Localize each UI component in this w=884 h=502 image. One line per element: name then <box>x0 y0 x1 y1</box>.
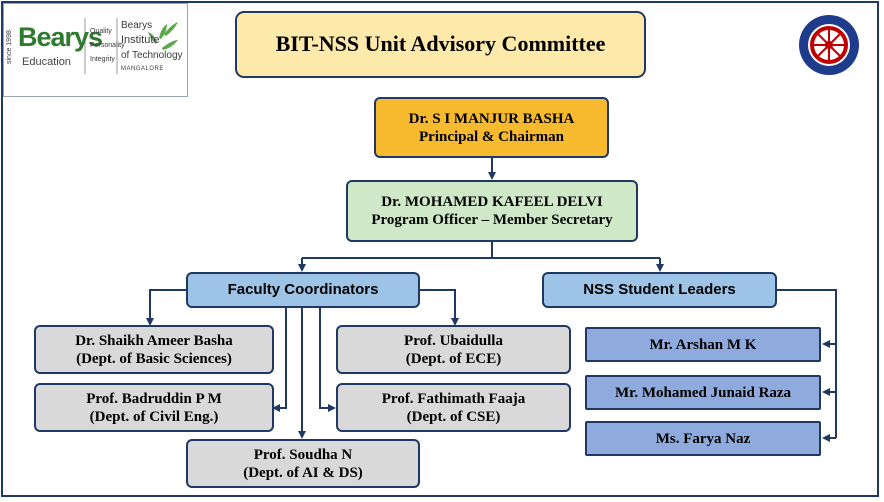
logo-institute-2: Institute <box>121 34 160 46</box>
faculty-member-ubaidulla: Prof. Ubaidulla (Dept. of ECE) <box>336 325 571 374</box>
logo-brand-sub: Education <box>22 56 71 68</box>
faculty-member-shaikh: Dr. Shaikh Ameer Basha (Dept. of Basic S… <box>34 325 274 374</box>
faculty-member-fathimath: Prof. Fathimath Faaja (Dept. of CSE) <box>336 383 571 432</box>
student-leader-name: Ms. Farya Naz <box>655 430 751 447</box>
member-name: Prof. Ubaidulla <box>404 332 503 349</box>
leaf-icon <box>148 22 178 50</box>
page-title: BIT-NSS Unit Advisory Committee <box>235 11 646 78</box>
arrow-faculty-fathimath <box>319 307 336 412</box>
member-dept: (Dept. of Basic Sciences) <box>76 350 232 367</box>
logo-brand: Bearys <box>18 22 103 52</box>
arrow-faculty-right <box>419 289 459 326</box>
member-name: Prof. Soudha N <box>253 446 353 463</box>
arrow-faculty-badruddin <box>272 307 287 412</box>
principal-name: Dr. S I MANJUR BASHA <box>408 110 575 127</box>
program-officer-box: Dr. MOHAMED KAFEEL DELVI Program Officer… <box>346 180 638 242</box>
principal-box: Dr. S I MANJUR BASHA Principal & Chairma… <box>374 97 609 158</box>
page-title-text: BIT-NSS Unit Advisory Committee <box>275 31 606 57</box>
student-leader-name: Mr. Mohamed Junaid Raza <box>614 384 792 401</box>
student-leader-name: Mr. Arshan M K <box>649 336 757 353</box>
member-dept: (Dept. of ECE) <box>405 350 502 367</box>
logo-value-quality: Quality <box>90 28 112 35</box>
student-leader-farya: Ms. Farya Naz <box>585 421 821 456</box>
bearys-logo: since 1998 Bearys Education Quality Pers… <box>3 3 188 97</box>
faculty-coordinators-box: Faculty Coordinators <box>186 272 420 308</box>
arrow-faculty-left <box>146 289 187 326</box>
student-leaders-box: NSS Student Leaders <box>542 272 777 308</box>
logo-value-personality: Personality <box>90 42 125 49</box>
logo-value-integrity: Integrity <box>90 56 115 63</box>
member-name: Prof. Badruddin P M <box>86 390 222 407</box>
faculty-member-badruddin: Prof. Badruddin P M (Dept. of Civil Eng.… <box>34 383 274 432</box>
member-dept: (Dept. of CSE) <box>406 408 501 425</box>
student-leader-junaid: Mr. Mohamed Junaid Raza <box>585 375 821 410</box>
logo-institute-1: Bearys <box>121 20 153 31</box>
principal-role: Principal & Chairman <box>419 128 564 145</box>
student-leaders-heading: NSS Student Leaders <box>583 281 736 298</box>
member-dept: (Dept. of AI & DS) <box>243 464 363 481</box>
faculty-coordinators-heading: Faculty Coordinators <box>227 281 379 298</box>
nss-emblem-icon <box>799 15 859 75</box>
logo-since: since 1998 <box>6 30 13 64</box>
faculty-member-soudha: Prof. Soudha N (Dept. of AI & DS) <box>186 439 420 488</box>
member-name: Dr. Shaikh Ameer Basha <box>75 332 233 349</box>
logo-institute-3: of Technology <box>121 50 183 61</box>
member-name: Prof. Fathimath Faaja <box>381 390 526 407</box>
logo-institute-city: MANGALORE <box>121 66 164 72</box>
program-officer-role: Program Officer – Member Secretary <box>371 212 613 228</box>
line-students-bracket <box>777 289 837 438</box>
member-dept: (Dept. of Civil Eng.) <box>89 408 219 425</box>
program-officer-name: Dr. MOHAMED KAFEEL DELVI <box>381 194 603 210</box>
student-leader-arshan: Mr. Arshan M K <box>585 327 821 362</box>
